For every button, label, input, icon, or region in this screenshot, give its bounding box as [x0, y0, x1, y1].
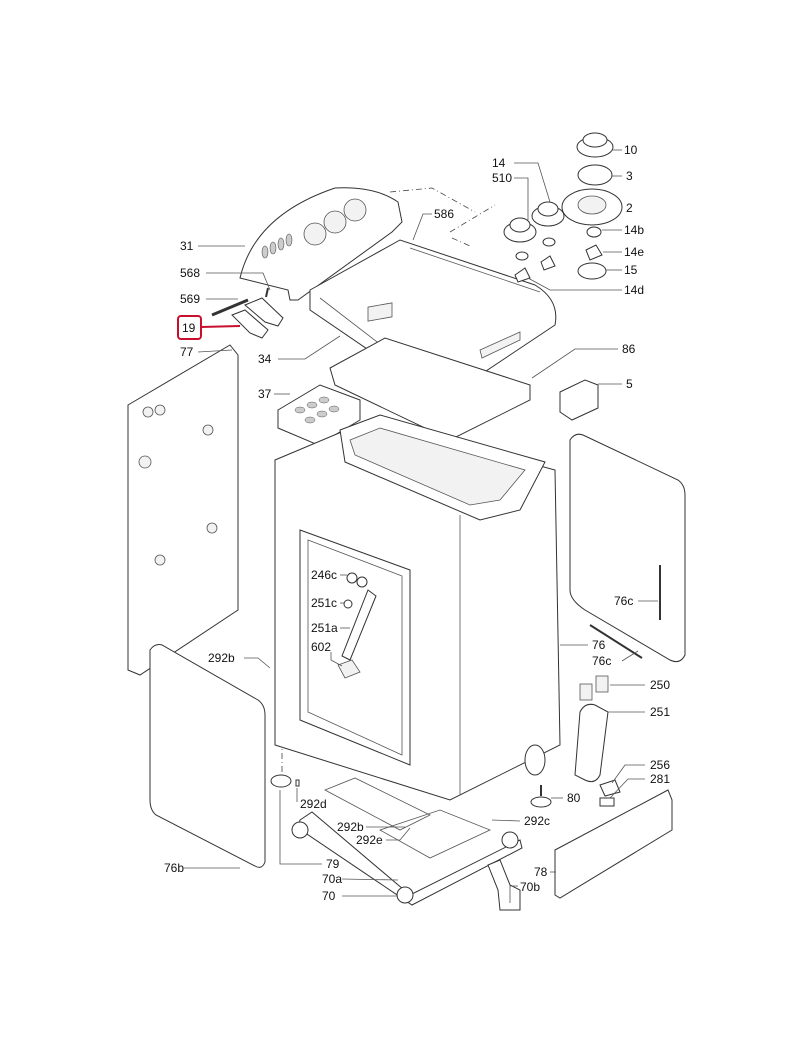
leader-lines [184, 149, 658, 903]
highlight-part-19 [177, 315, 241, 340]
part-labels: 10 14 510 3 2 586 14b 14e 15 14d 31 568 … [164, 143, 670, 903]
label-246c: 246c [311, 568, 337, 582]
label-78: 78 [534, 865, 548, 879]
side-panel-part-76c [569, 433, 686, 663]
back-panel-part-76b [149, 644, 266, 868]
label-70a: 70a [322, 872, 342, 886]
label-292e: 292e [356, 833, 383, 847]
label-250: 250 [650, 678, 670, 692]
label-251c: 251c [311, 596, 337, 610]
label-3: 3 [626, 169, 633, 183]
base-frame-part-70 [270, 774, 523, 911]
module-part-5 [559, 379, 599, 421]
label-31: 31 [180, 239, 194, 253]
label-256: 256 [650, 758, 670, 772]
label-602: 602 [311, 640, 331, 654]
label-76c-bottom: 76c [592, 654, 611, 668]
label-510: 510 [492, 171, 512, 185]
label-292c: 292c [524, 814, 550, 828]
label-70: 70 [322, 889, 336, 903]
label-80: 80 [567, 791, 581, 805]
label-70b: 70b [520, 880, 540, 894]
label-76c-top: 76c [614, 594, 633, 608]
label-568: 568 [180, 266, 200, 280]
control-panel-part-31 [239, 187, 403, 301]
label-586: 586 [434, 207, 454, 221]
label-37: 37 [258, 387, 272, 401]
label-14e: 14e [624, 245, 644, 259]
label-2: 2 [626, 201, 633, 215]
lower-right-parts [530, 675, 673, 899]
label-281: 281 [650, 772, 670, 786]
side-panel-part-77 [127, 344, 239, 676]
label-34: 34 [258, 352, 272, 366]
label-251: 251 [650, 705, 670, 719]
label-77: 77 [180, 345, 194, 359]
label-79: 79 [326, 857, 340, 871]
label-19: 19 [182, 321, 196, 335]
label-10: 10 [624, 143, 638, 157]
knob-parts [503, 132, 623, 283]
label-76b: 76b [164, 861, 184, 875]
label-5: 5 [626, 377, 633, 391]
shock-absorber-part-251a [337, 572, 377, 679]
label-251a: 251a [311, 621, 338, 635]
label-292b-left: 292b [208, 651, 235, 665]
label-569: 569 [180, 292, 200, 306]
label-292b-bottom: 292b [337, 820, 364, 834]
label-76: 76 [592, 638, 606, 652]
label-15: 15 [624, 263, 638, 277]
label-292d: 292d [300, 797, 327, 811]
label-14: 14 [492, 156, 506, 170]
label-14d: 14d [624, 283, 644, 297]
label-86: 86 [622, 342, 636, 356]
label-14b: 14b [624, 223, 644, 237]
dispenser-parts [211, 287, 284, 339]
